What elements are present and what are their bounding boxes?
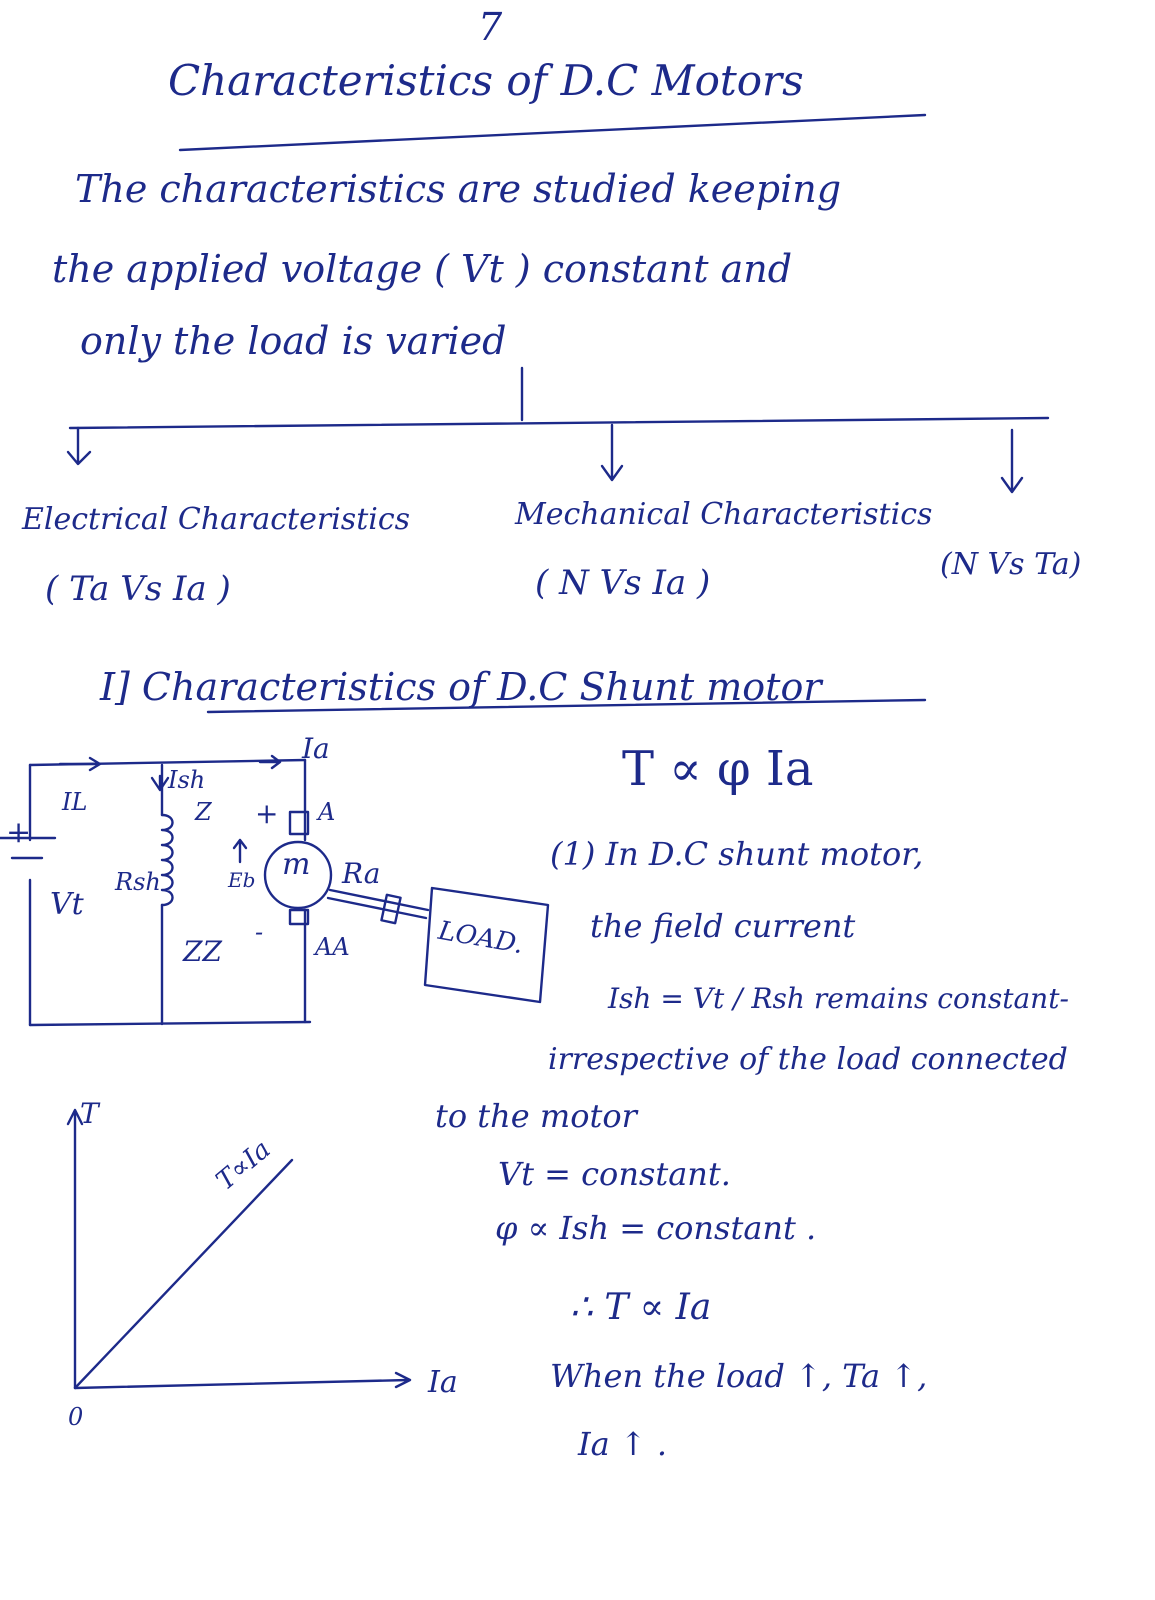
aa-label: AA bbox=[315, 933, 350, 961]
branch-mechanical-title: Mechanical Characteristics bbox=[515, 497, 933, 532]
graph-x-label: Ia bbox=[428, 1365, 458, 1400]
eb-arrow bbox=[232, 838, 248, 864]
motor-plus-label: + bbox=[255, 797, 279, 830]
ia-label: Ia bbox=[302, 732, 330, 765]
intro-line-3: only the load is varied bbox=[80, 319, 507, 363]
ish-arrow bbox=[150, 774, 170, 792]
note-2: the field current bbox=[590, 907, 856, 945]
plus-label: + bbox=[6, 815, 32, 850]
intro-line-1: The characteristics are studied keeping bbox=[75, 167, 842, 211]
il-arrow bbox=[58, 756, 102, 772]
shaft bbox=[326, 888, 430, 920]
shunt-coil bbox=[160, 813, 174, 907]
branch-electrical-title: Electrical Characteristics bbox=[22, 502, 411, 537]
note-5: to the motor bbox=[435, 1097, 637, 1135]
note-6: Vt = constant. bbox=[498, 1155, 731, 1193]
y-axis bbox=[66, 1108, 84, 1390]
title-underline bbox=[178, 113, 927, 152]
il-label: IL bbox=[62, 788, 88, 816]
battery-plates bbox=[0, 836, 57, 860]
graph-origin-label: 0 bbox=[68, 1403, 84, 1431]
bottom-wire bbox=[28, 1020, 312, 1027]
motor-minus-label: - bbox=[255, 918, 264, 946]
x-axis bbox=[73, 1371, 412, 1390]
tree-arrow-right bbox=[1000, 428, 1024, 494]
note-3: Ish = Vt / Rsh remains constant- bbox=[608, 982, 1069, 1015]
torque-line bbox=[73, 1158, 294, 1390]
graph-y-label: T bbox=[80, 1097, 99, 1130]
note-10: Ia ↑ . bbox=[578, 1425, 668, 1463]
intro-line-2: the applied voltage ( Vt ) constant and bbox=[52, 247, 793, 291]
coupling bbox=[380, 893, 402, 925]
note-4: irrespective of the load connected bbox=[548, 1042, 1068, 1077]
zz-label: ZZ bbox=[183, 935, 222, 968]
brush-top bbox=[288, 810, 310, 836]
section-heading: I] Characteristics of D.C Shunt motor bbox=[100, 665, 822, 709]
tree-arrow-left bbox=[66, 426, 92, 466]
motor-label: m bbox=[282, 847, 311, 882]
torque-equation: T ∝ φ Ia bbox=[622, 741, 814, 797]
vt-label: Vt bbox=[50, 887, 84, 922]
tree-bar bbox=[68, 416, 1050, 430]
motor-circle bbox=[263, 840, 333, 910]
page-number: 7 bbox=[478, 5, 503, 49]
a-label: A bbox=[318, 798, 336, 826]
ish-label: Ish bbox=[168, 766, 206, 794]
ia-arrow bbox=[258, 754, 282, 770]
eb-label: Eb bbox=[228, 868, 256, 892]
note-8: ∴ T ∝ Ia bbox=[570, 1287, 712, 1328]
brush-bottom bbox=[288, 908, 310, 926]
ra-label: Ra bbox=[342, 857, 381, 890]
branch-third-sub: (N Vs Ta) bbox=[940, 547, 1082, 582]
rsh-label: Rsh bbox=[115, 868, 161, 896]
note-1: (1) In D.C shunt motor, bbox=[550, 835, 924, 873]
note-9: When the load ↑, Ta ↑, bbox=[550, 1357, 928, 1395]
z-label: Z bbox=[195, 798, 212, 826]
tree-arrow-middle bbox=[600, 423, 624, 482]
branch-mechanical-sub: ( N Vs Ia ) bbox=[535, 563, 711, 603]
load-box bbox=[423, 886, 550, 1004]
page-title: Characteristics of D.C Motors bbox=[168, 56, 804, 105]
branch-electrical-sub: ( Ta Vs Ia ) bbox=[45, 569, 231, 609]
section-underline bbox=[206, 698, 927, 714]
note-7: φ ∝ Ish = constant . bbox=[495, 1209, 817, 1247]
